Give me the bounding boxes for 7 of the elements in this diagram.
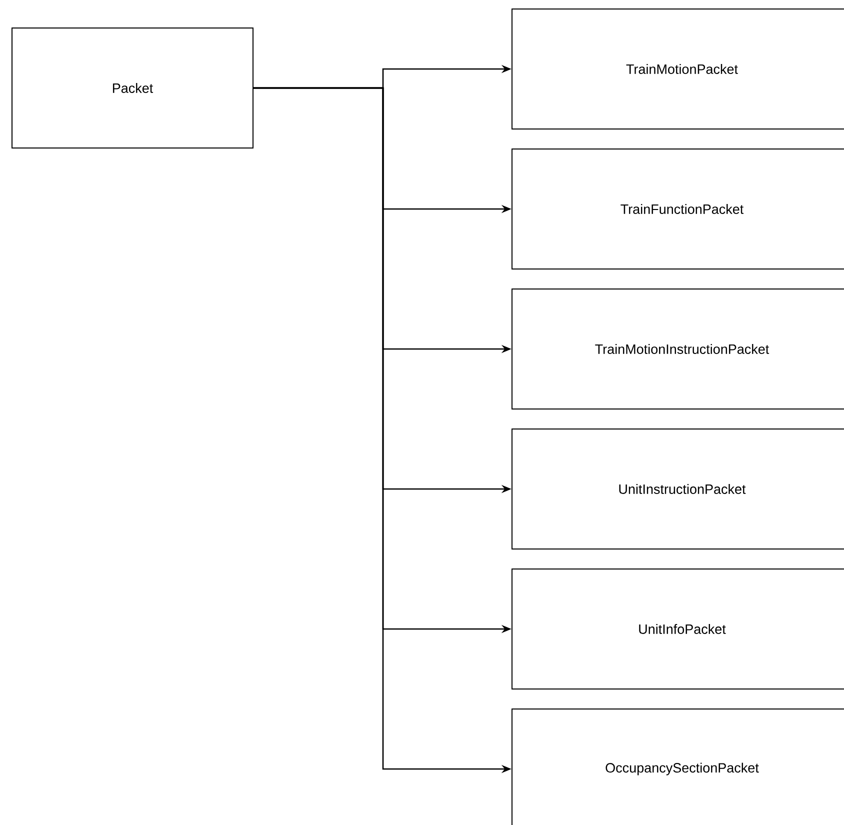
class-box: UnitInstructionPacket [512, 428, 844, 550]
class-box: TrainMotionPacket [512, 8, 844, 130]
class-box: TrainFunctionPacket [512, 148, 844, 270]
class-box: OccupancySectionPacket [512, 708, 844, 825]
class-box: Packet [12, 28, 254, 148]
class-box: TrainMotionInstructionPacket [512, 288, 844, 410]
class-box: UnitInfoPacket [512, 568, 844, 690]
